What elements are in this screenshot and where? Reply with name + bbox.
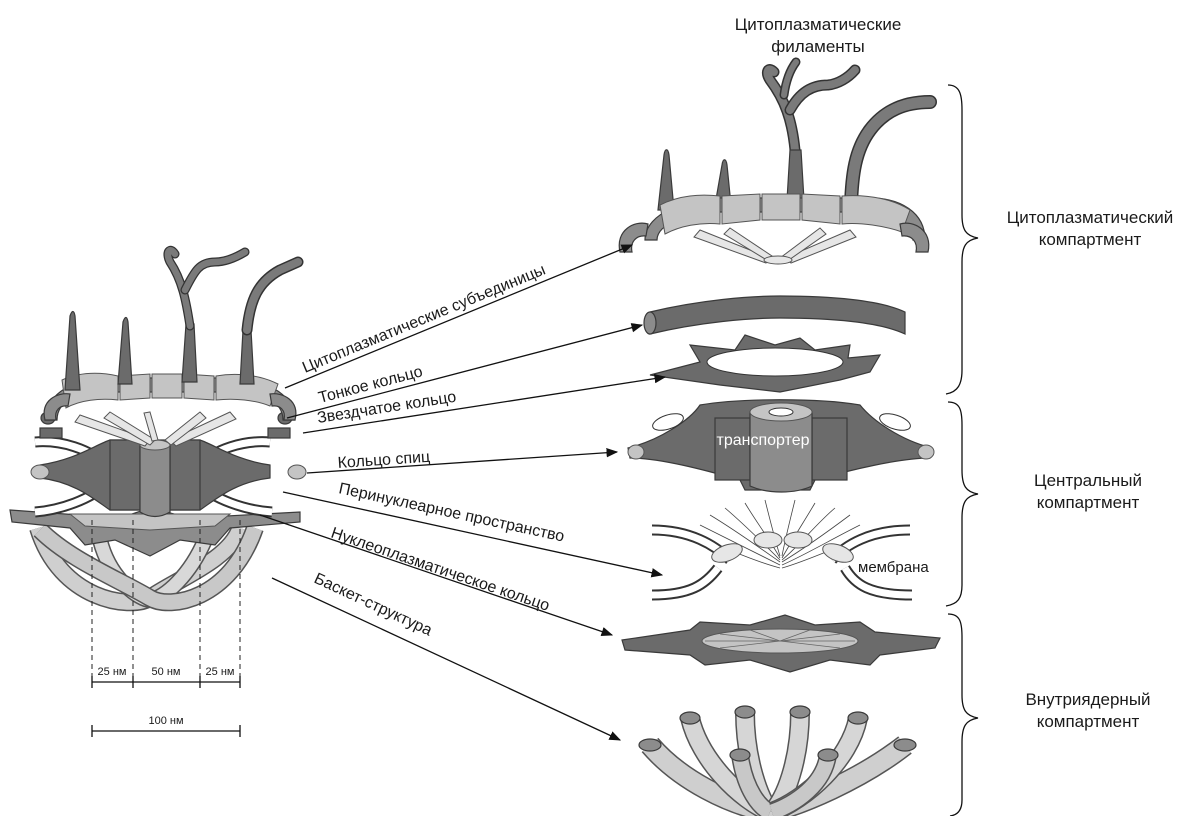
left-cyto-subunits bbox=[44, 373, 296, 420]
exploded-spoke-ring: транспортер bbox=[628, 400, 934, 492]
exploded-basket bbox=[639, 706, 916, 812]
compartment-braces bbox=[946, 85, 978, 816]
exploded-membrane: мембрана bbox=[652, 500, 929, 595]
compartment-cyto-line1: Цитоплазматический bbox=[1007, 208, 1174, 227]
scale-seg2: 50 нм bbox=[152, 666, 181, 678]
membrane-label: мембрана bbox=[858, 559, 929, 576]
label-spoke-ring: Кольцо спиц bbox=[337, 449, 431, 472]
scale-seg1: 25 нм bbox=[98, 666, 127, 678]
left-filaments bbox=[65, 250, 298, 390]
compartment-nuclear-line1: Внутриядерный bbox=[1025, 690, 1150, 709]
scale-total: 100 нм bbox=[148, 715, 183, 727]
left-rings bbox=[40, 412, 292, 438]
leader-labels: Цитоплазматические субъединицы Тонкое ко… bbox=[300, 261, 566, 639]
left-struts bbox=[75, 412, 236, 446]
leader-arrows bbox=[260, 245, 665, 740]
exploded-thin-ring bbox=[644, 296, 905, 334]
cyto-filaments-title-2: филаменты bbox=[771, 37, 864, 56]
compartment-central-line1: Центральный bbox=[1034, 471, 1142, 490]
scale-seg3: 25 нм bbox=[206, 666, 235, 678]
exploded-nucleoplasmic-ring bbox=[622, 615, 940, 672]
compartment-central-line2: компартмент bbox=[1037, 493, 1140, 512]
exploded-star-ring bbox=[650, 335, 880, 392]
label-perinuclear: Перинуклеарное пространство bbox=[337, 480, 566, 545]
cyto-filaments-title-1: Цитоплазматические bbox=[735, 15, 902, 34]
transporter-label: транспортер bbox=[716, 432, 809, 449]
compartment-cyto-line2: компартмент bbox=[1039, 230, 1142, 249]
exploded-cyto-subunits bbox=[619, 62, 930, 264]
assembled-pore-complex bbox=[10, 250, 306, 602]
compartment-nuclear-line2: компартмент bbox=[1037, 712, 1140, 731]
compartment-labels: Цитоплазматический компартмент Центральн… bbox=[1007, 208, 1174, 731]
